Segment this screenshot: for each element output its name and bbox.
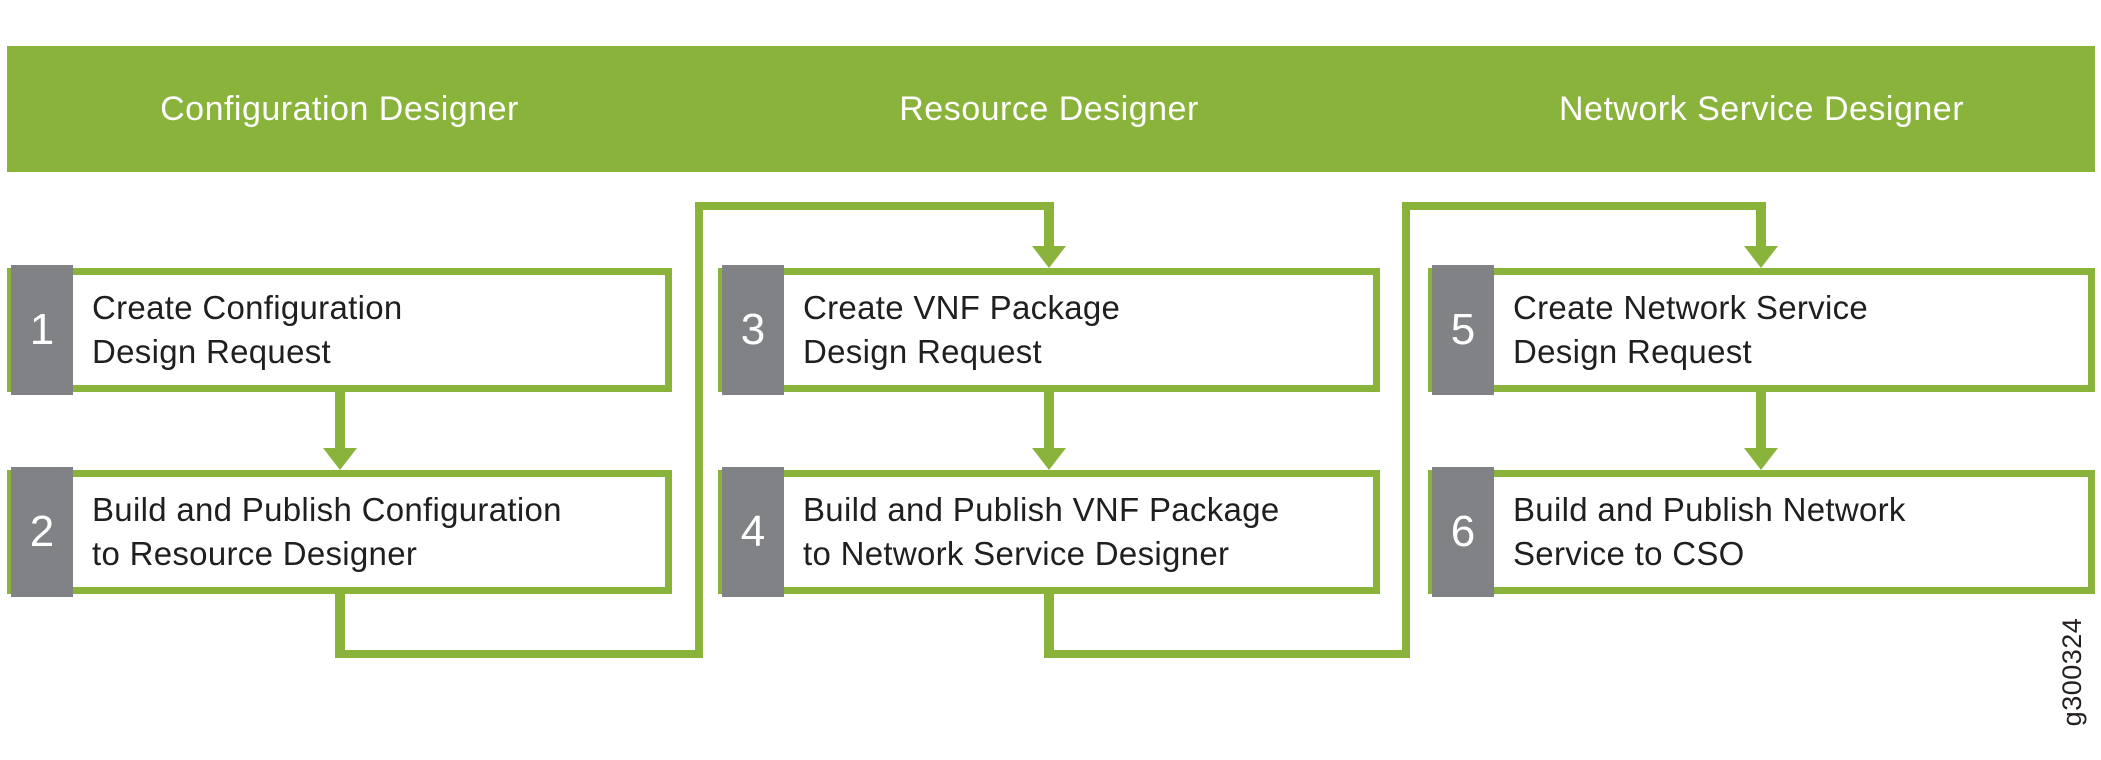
step-text-line: Create Network Service — [1513, 289, 1869, 326]
arrow-down-icon — [1032, 246, 1066, 268]
connector-box2-to-box3-bottom — [335, 650, 703, 658]
connector-box4-to-box5-shaft — [1756, 210, 1766, 248]
connector-box4-to-box5-bottom — [1044, 650, 1410, 658]
connector-box4-to-box5-down — [1044, 594, 1054, 658]
designer-header-bar — [7, 46, 2095, 172]
step-number-badge: 5 — [1432, 265, 1494, 395]
step-text-line: to Resource Designer — [92, 535, 418, 572]
connector-box2-to-box3-up — [695, 202, 703, 658]
step-box-2: 2 Build and Publish Configuration to Res… — [7, 467, 672, 597]
step-number-badge: 1 — [11, 265, 73, 395]
step-text-line: Design Request — [1513, 333, 1753, 370]
arrow-down-icon — [1032, 448, 1066, 470]
step-text: Create VNF Package Design Request — [803, 275, 1367, 385]
connector-box4-to-box5-top — [1402, 202, 1766, 210]
step-box-6: 6 Build and Publish Network Service to C… — [1428, 467, 2095, 597]
connector-box2-to-box3-shaft — [1044, 210, 1054, 248]
step-text-line: Build and Publish VNF Package — [803, 491, 1280, 528]
figure-id-label: g300324 — [2056, 617, 2087, 727]
step-text-line: Service to CSO — [1513, 535, 1745, 572]
step-text-line: Design Request — [803, 333, 1043, 370]
step-number-badge: 3 — [722, 265, 784, 395]
header-configuration-designer: Configuration Designer — [160, 89, 519, 128]
arrow-box1-to-box2-shaft — [335, 392, 345, 450]
step-text-line: to Network Service Designer — [803, 535, 1230, 572]
step-number-badge: 2 — [11, 467, 73, 597]
header-resource-designer: Resource Designer — [899, 89, 1199, 128]
step-text: Create Configuration Design Request — [92, 275, 659, 385]
arrow-box5-to-box6-shaft — [1756, 392, 1766, 450]
connector-box2-to-box3-down — [335, 594, 345, 658]
step-number-badge: 4 — [722, 467, 784, 597]
header-network-service-designer: Network Service Designer — [1558, 89, 1965, 128]
connector-box2-to-box3-top — [695, 202, 1054, 210]
step-box-1: 1 Create Configuration Design Request — [7, 265, 672, 395]
step-text-line: Build and Publish Configuration — [92, 491, 562, 528]
connector-box4-to-box5-up — [1402, 202, 1410, 658]
step-text-line: Build and Publish Network — [1513, 491, 1906, 528]
step-text: Build and Publish VNF Package to Network… — [803, 477, 1367, 587]
arrow-down-icon — [1744, 246, 1778, 268]
step-number-badge: 6 — [1432, 467, 1494, 597]
step-text: Create Network Service Design Request — [1513, 275, 2082, 385]
arrow-down-icon — [1744, 448, 1778, 470]
step-box-5: 5 Create Network Service Design Request — [1428, 265, 2095, 395]
step-text: Build and Publish Configuration to Resou… — [92, 477, 659, 587]
step-box-3: 3 Create VNF Package Design Request — [718, 265, 1380, 395]
step-text: Build and Publish Network Service to CSO — [1513, 477, 2082, 587]
arrow-down-icon — [323, 448, 357, 470]
step-text-line: Create Configuration — [92, 289, 403, 326]
step-text-line: Create VNF Package — [803, 289, 1121, 326]
step-box-4: 4 Build and Publish VNF Package to Netwo… — [718, 467, 1380, 597]
step-text-line: Design Request — [92, 333, 332, 370]
arrow-box3-to-box4-shaft — [1044, 392, 1054, 450]
